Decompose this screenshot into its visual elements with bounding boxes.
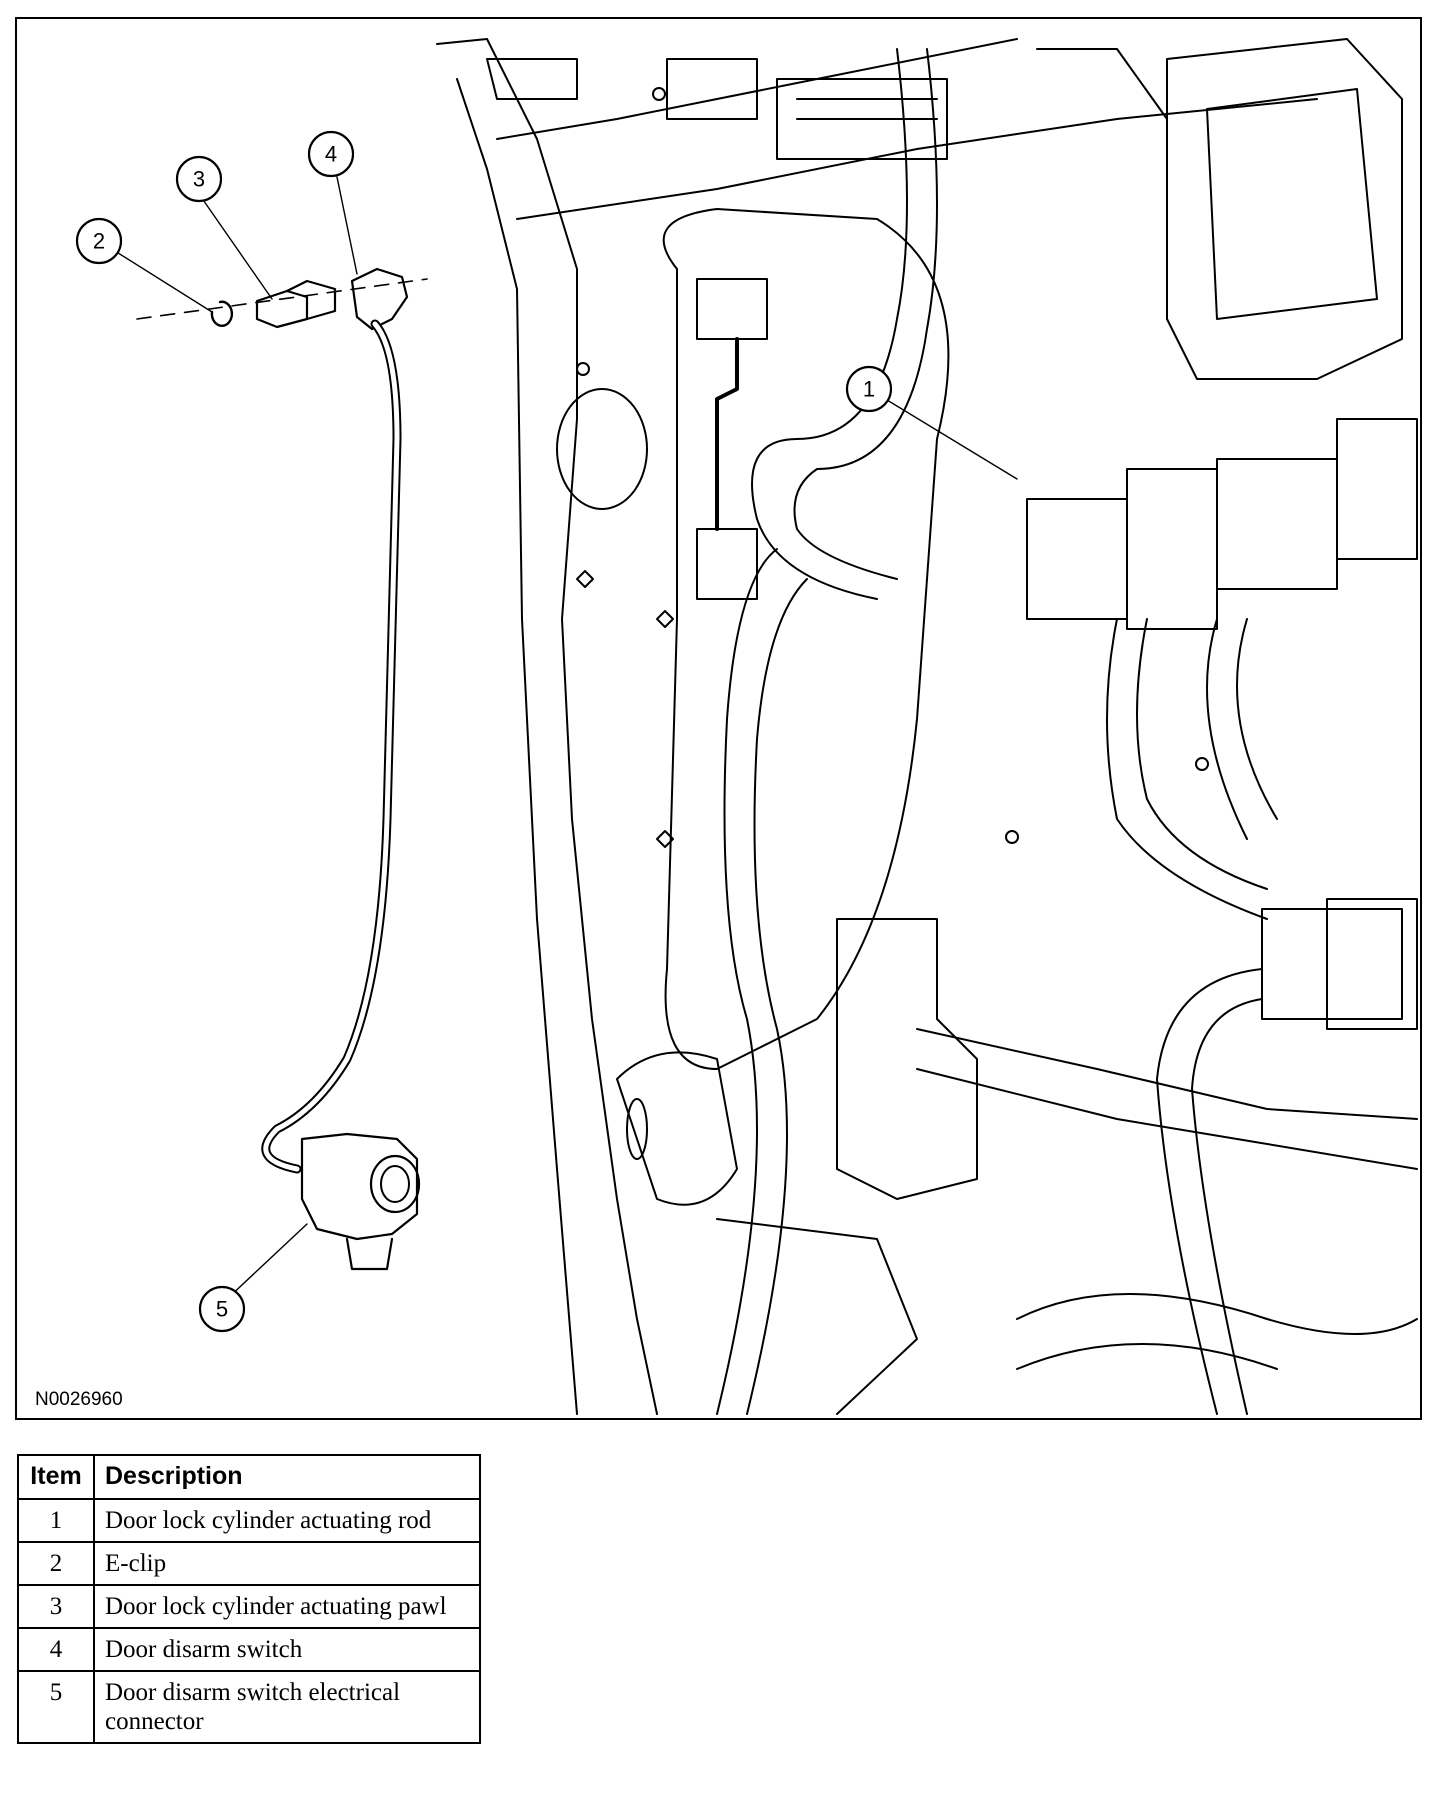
legend-item-description: Door disarm switch bbox=[93, 1627, 481, 1672]
door-panel-outline bbox=[436, 38, 658, 1415]
legend-header-row: Item Description bbox=[17, 1454, 481, 1500]
legend-header-description: Description bbox=[93, 1454, 481, 1500]
actuating-pawl bbox=[255, 289, 309, 329]
table-row: 1 Door lock cylinder actuating rod bbox=[17, 1498, 481, 1543]
legend-item-number: 5 bbox=[17, 1670, 95, 1744]
legend-item-number: 1 bbox=[17, 1498, 95, 1543]
legend-item-description: E-clip bbox=[93, 1541, 481, 1586]
callout-3: 3 bbox=[175, 155, 223, 203]
svg-text:2: 2 bbox=[93, 229, 105, 254]
figure-id-label: N0026960 bbox=[35, 1389, 123, 1410]
legend-item-number: 3 bbox=[17, 1584, 95, 1629]
legend-header-item: Item bbox=[17, 1454, 95, 1500]
table-row: 2 E-clip bbox=[17, 1541, 481, 1586]
legend-item-number: 4 bbox=[17, 1627, 95, 1672]
legend-item-description: Door disarm switch electrical connector bbox=[93, 1670, 481, 1744]
legend-item-number: 2 bbox=[17, 1541, 95, 1586]
callout-5: 5 bbox=[198, 1285, 246, 1333]
e-clip bbox=[210, 300, 234, 327]
legend-table: Item Description 1 Door lock cylinder ac… bbox=[17, 1454, 481, 1744]
switch-connector bbox=[300, 1132, 419, 1241]
assembly-axis-line bbox=[136, 278, 428, 320]
table-row: 3 Door lock cylinder actuating pawl bbox=[17, 1584, 481, 1629]
callout-4: 4 bbox=[307, 130, 355, 178]
table-row: 4 Door disarm switch bbox=[17, 1627, 481, 1672]
callout-2: 2 bbox=[75, 217, 123, 265]
door-assembly-illustration: 1 2 3 4 5 bbox=[75, 38, 1418, 1415]
svg-text:4: 4 bbox=[325, 142, 337, 167]
svg-text:1: 1 bbox=[863, 377, 875, 402]
callout-1: 1 bbox=[845, 365, 893, 413]
svg-text:5: 5 bbox=[216, 1297, 228, 1322]
disarm-switch-body bbox=[350, 267, 409, 331]
legend-item-description: Door lock cylinder actuating pawl bbox=[93, 1584, 481, 1629]
legend-item-description: Door lock cylinder actuating rod bbox=[93, 1498, 481, 1543]
svg-text:3: 3 bbox=[193, 167, 205, 192]
table-row: 5 Door disarm switch electrical connecto… bbox=[17, 1670, 481, 1744]
diagram-figure: 1 2 3 4 5 N0026960 bbox=[15, 17, 1422, 1420]
switch-cable bbox=[261, 319, 402, 1174]
